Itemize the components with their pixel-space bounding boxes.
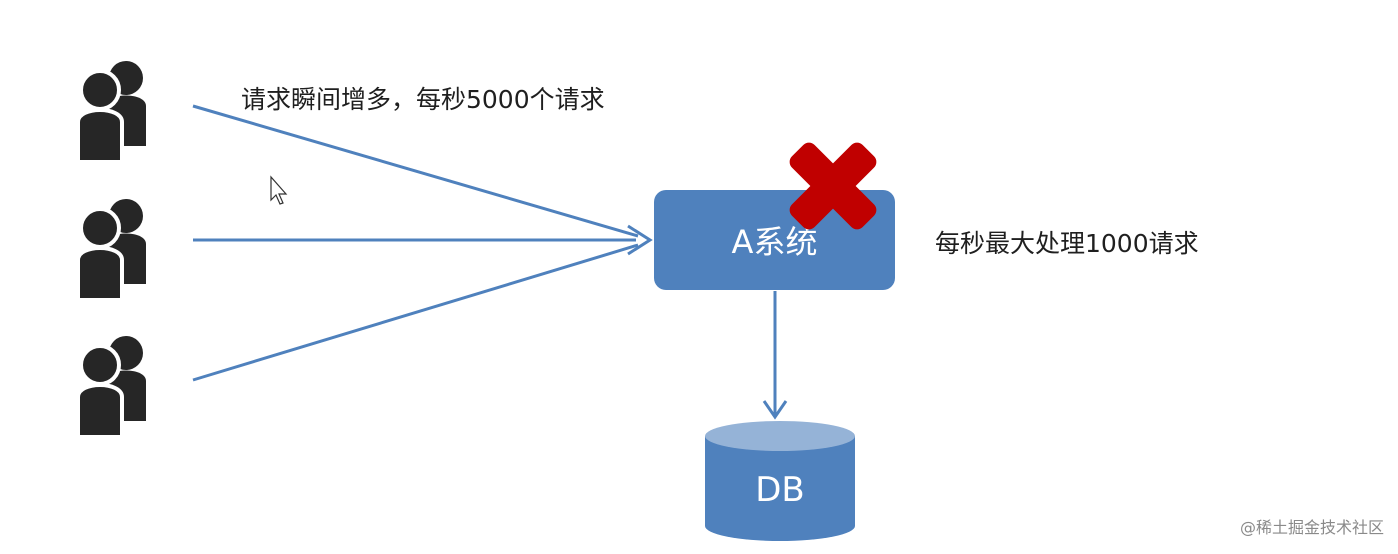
system-a-box: A系统: [654, 190, 895, 290]
arrowhead: [627, 224, 653, 256]
capacity-label: 每秒最大处理1000请求: [935, 229, 1199, 258]
users-icon: [76, 197, 148, 302]
users-icon: [76, 334, 148, 439]
watermark: @稀土掘金技术社区: [1239, 518, 1384, 537]
mouse-cursor-icon: [270, 175, 288, 205]
users-icon: [76, 59, 148, 164]
database-cylinder: [705, 421, 855, 541]
request-arrow: [192, 104, 639, 238]
database-label: DB: [755, 470, 805, 510]
system-a-label: A系统: [731, 223, 818, 261]
request-arrow: [192, 243, 639, 382]
incoming-requests-label: 请求瞬间增多，每秒5000个请求: [241, 85, 605, 114]
db-arrow: [762, 291, 788, 420]
